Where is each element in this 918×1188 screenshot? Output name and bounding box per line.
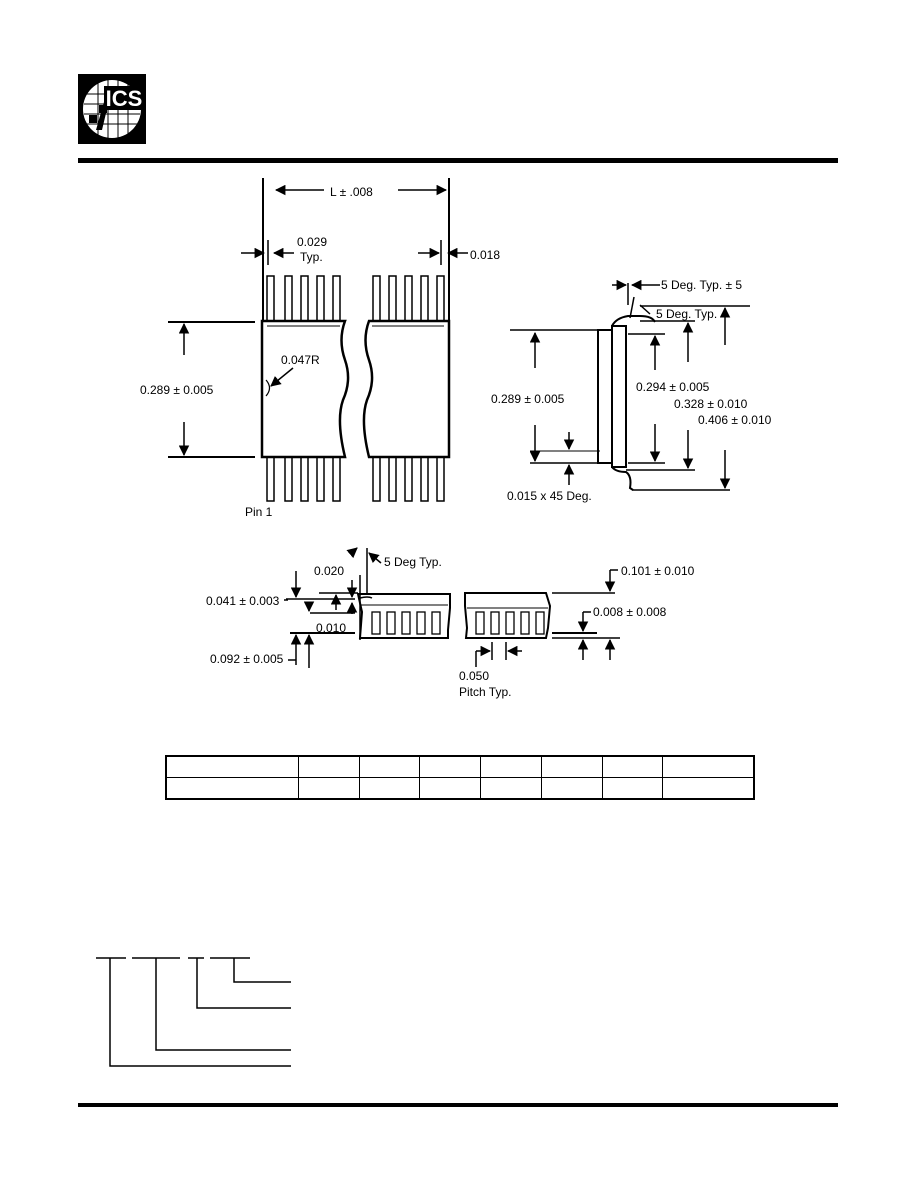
table-cell	[480, 755, 542, 778]
ics-logo: ICS	[78, 74, 146, 144]
side-view-labels: 0.020 5 Deg Typ. 0.041 ± 0.003 0.010 0.0…	[206, 555, 695, 699]
table-cell	[298, 777, 360, 800]
dim-010-label: 0.010	[316, 621, 346, 635]
dim-101-label: 0.101 ± 0.010	[621, 564, 695, 578]
pitch-typ-label: Pitch Typ.	[459, 685, 511, 699]
dim-020-label: 0.020	[314, 564, 344, 578]
dim-041-label: 0.041 ± 0.003	[206, 594, 280, 608]
table-cell	[540, 777, 603, 800]
body-width-label: 0.289 ± 0.005	[140, 383, 214, 397]
table-cell	[419, 777, 482, 800]
header-rule	[78, 158, 838, 163]
dim-294-label: 0.294 ± 0.005	[636, 380, 710, 394]
table-cell	[662, 777, 755, 800]
angle-label-2: 5 Deg. Typ.	[656, 307, 717, 321]
table-cell	[298, 755, 360, 778]
dim-328-label: 0.328 ± 0.010	[674, 397, 748, 411]
table-cell	[601, 777, 664, 800]
chamfer-label: 0.015 x 45 Deg.	[507, 489, 592, 503]
angle-label-1: 5 Deg. Typ. ± 5	[661, 278, 742, 292]
table-cell	[165, 755, 299, 778]
end-body-label: 0.289 ± 0.005	[491, 392, 565, 406]
top-view-labels: L ± .008 0.029 Typ. 0.018 0.289 ± 0.005 …	[140, 185, 500, 519]
pitch-label: 0.050	[459, 669, 489, 683]
dim-092-label: 0.092 ± 0.005	[210, 652, 284, 666]
dim-008-label: 0.008 ± 0.008	[593, 605, 667, 619]
top-view	[168, 178, 468, 502]
pin1-label: Pin 1	[245, 505, 273, 519]
lead-width-typ-label: Typ.	[300, 250, 323, 264]
table-cell	[601, 755, 664, 778]
length-label: L ± .008	[330, 185, 373, 199]
table-cell	[480, 777, 542, 800]
lead-width-label: 0.029	[297, 235, 327, 249]
end-view-labels: 5 Deg. Typ. ± 5 5 Deg. Typ. 0.289 ± 0.00…	[491, 278, 772, 503]
end-view	[510, 279, 750, 491]
dimension-table	[165, 755, 755, 800]
lead-end-label: 0.018	[470, 248, 500, 262]
ordering-code-brackets	[96, 957, 291, 1067]
table-cell	[662, 755, 755, 778]
side-angle-label: 5 Deg Typ.	[384, 555, 442, 569]
table-cell	[358, 777, 421, 800]
table-cell	[540, 755, 603, 778]
table-cell	[165, 777, 299, 800]
footer-rule	[78, 1103, 838, 1107]
dim-406-label: 0.406 ± 0.010	[698, 413, 772, 427]
table-cell	[358, 755, 421, 778]
side-view	[284, 547, 620, 668]
table-cell	[419, 755, 482, 778]
radius-label: 0.047R	[281, 353, 320, 367]
logo-text: ICS	[106, 86, 143, 111]
table-row	[165, 755, 755, 778]
table-row	[165, 777, 755, 800]
